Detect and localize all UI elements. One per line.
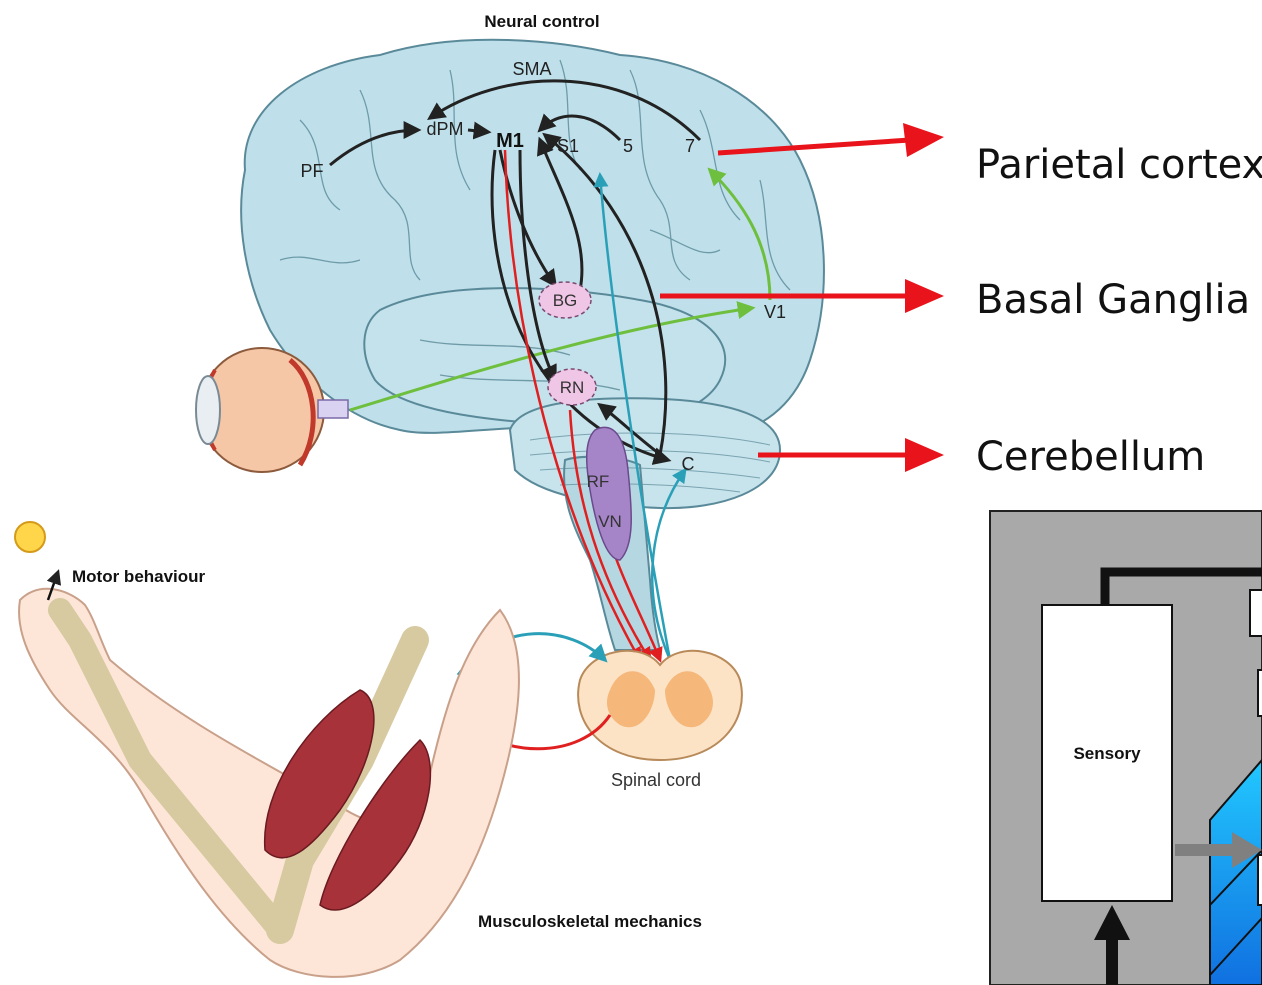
control-inset: Sensory (990, 511, 1262, 985)
callout-parietal-cortex: Parietal cortex (976, 142, 1262, 188)
label-sma: SMA (512, 59, 551, 79)
label-v1: V1 (764, 302, 786, 322)
motor-behaviour-label: Motor behaviour (72, 567, 206, 586)
cerebellum-arrowhead (905, 438, 944, 472)
label-c: C (682, 454, 695, 474)
basal-arrowhead (905, 279, 944, 313)
label-area5: 5 (623, 136, 633, 156)
label-dpm: dPM (426, 119, 463, 139)
label-vn: VN (598, 512, 622, 531)
brain (241, 40, 824, 650)
label-s1: S1 (557, 136, 579, 156)
sensory-label: Sensory (1073, 744, 1141, 763)
label-rf: RF (587, 472, 610, 491)
spinal-cord-label: Spinal cord (611, 770, 701, 790)
target-ball (15, 522, 45, 552)
inset-box-middle (1258, 670, 1262, 716)
callout-cerebellum: Cerebellum (976, 434, 1205, 480)
spinal-cord (578, 651, 742, 760)
musculoskeletal-label: Musculoskeletal mechanics (478, 912, 702, 931)
label-m1: M1 (496, 130, 524, 152)
label-rn: RN (560, 378, 585, 397)
label-pf: PF (300, 161, 323, 181)
arm (19, 589, 519, 977)
label-area7: 7 (685, 136, 695, 156)
inset-box-top (1250, 590, 1262, 636)
callout-basal-ganglia: Basal Ganglia (976, 277, 1250, 323)
figure-title: Neural control (484, 12, 599, 31)
label-bg: BG (553, 291, 578, 310)
parietal-arrowhead (903, 123, 944, 157)
